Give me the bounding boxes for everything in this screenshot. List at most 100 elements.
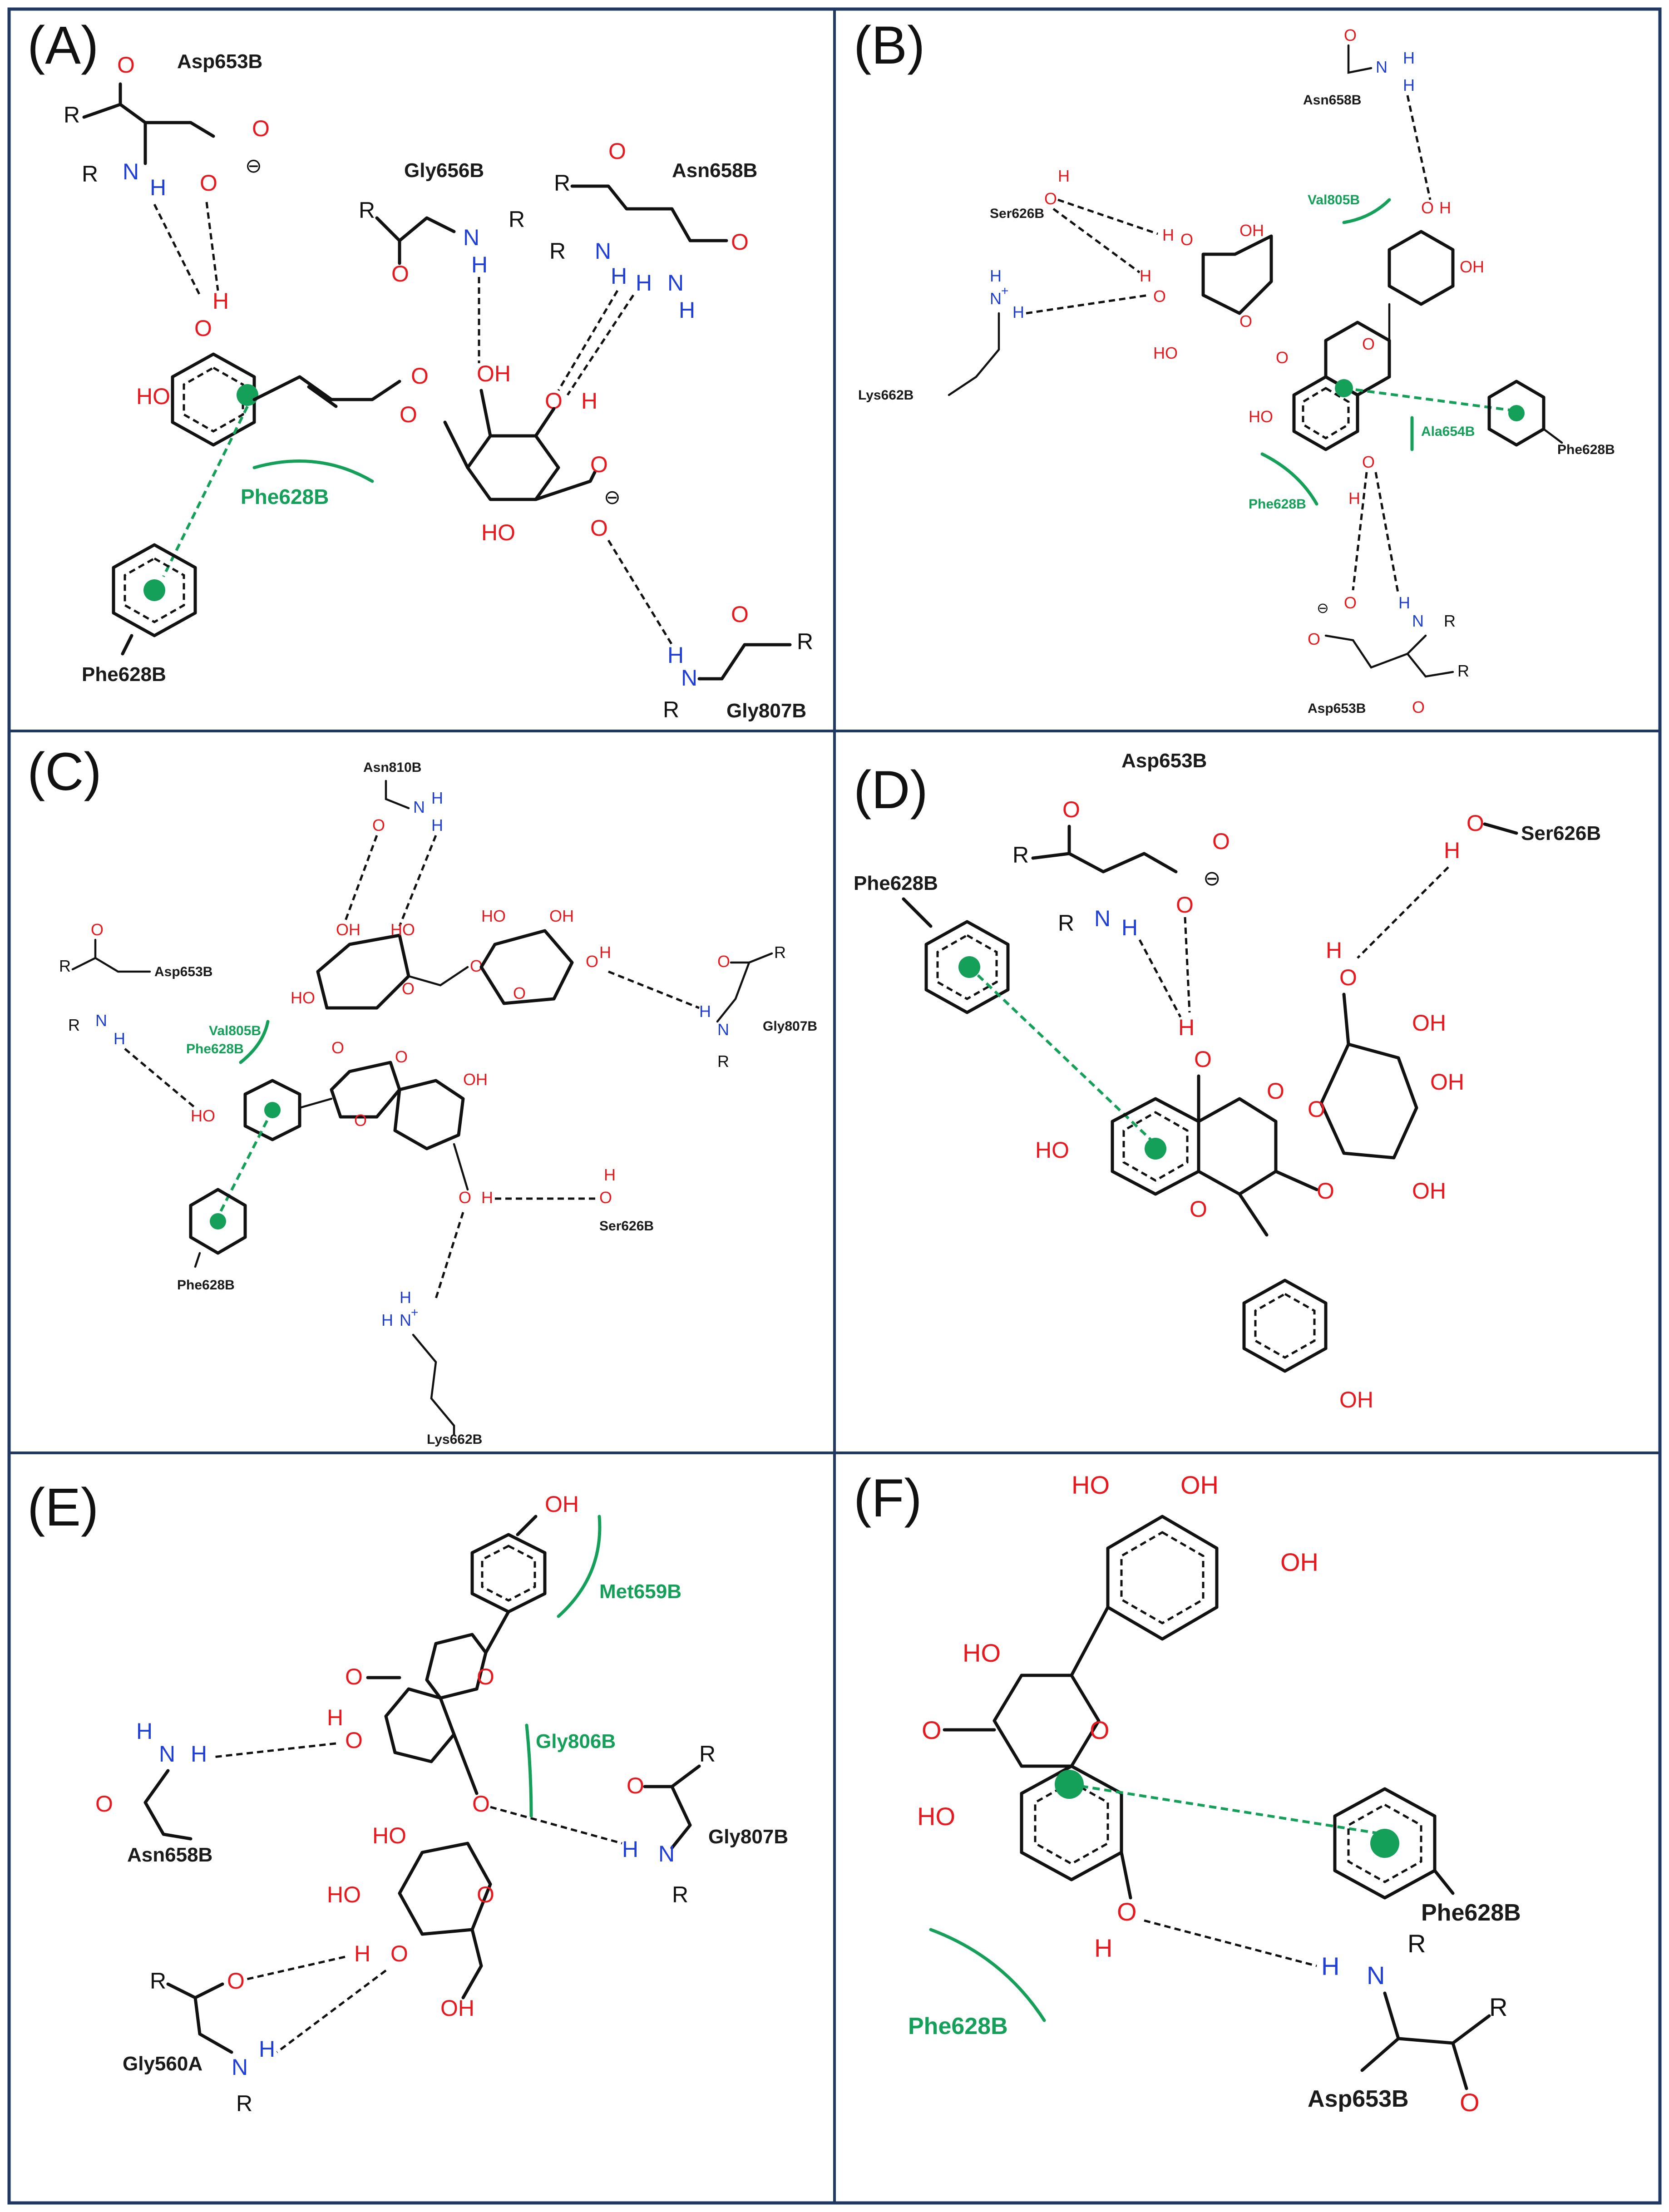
atom-h: H xyxy=(990,267,1002,285)
atom-o: O xyxy=(717,952,730,971)
atom-r: R xyxy=(672,1882,688,1907)
atom-h: H xyxy=(1348,489,1360,508)
bond xyxy=(670,1785,692,1850)
pi-centroid xyxy=(1508,405,1525,421)
atom-h: H xyxy=(1178,1015,1195,1040)
atom-r: R xyxy=(554,170,570,196)
atom-h: H xyxy=(400,1288,411,1307)
atom-oh: OH xyxy=(1412,1010,1446,1036)
atom-h: H xyxy=(1140,267,1151,285)
bond xyxy=(902,897,933,928)
residue-asn658b: Asn658B xyxy=(127,1844,212,1866)
bond xyxy=(385,780,410,810)
hbond xyxy=(276,1970,387,2053)
atom-n: N xyxy=(1367,1961,1385,1990)
ring-a1 xyxy=(171,352,256,447)
atom-ho: HO xyxy=(291,988,315,1007)
atom-o: O xyxy=(1421,198,1434,217)
atom-r: R xyxy=(717,1052,729,1071)
ring-d-glucose xyxy=(1319,1042,1418,1160)
charge-minus: ⊖ xyxy=(1203,866,1221,890)
hbond xyxy=(1144,1919,1317,1967)
pi-stack xyxy=(1069,1783,1385,1836)
bond xyxy=(516,1515,538,1536)
hbond xyxy=(435,1212,464,1299)
atom-oh: OH xyxy=(545,1491,579,1517)
aromatic-dash xyxy=(1254,1293,1316,1359)
atom-h: H xyxy=(431,816,443,834)
atom-o: O xyxy=(194,316,212,341)
atom-r: R xyxy=(797,629,813,654)
atom-n: N xyxy=(159,1741,175,1767)
atom-o: O xyxy=(1344,26,1357,44)
hbond xyxy=(1057,198,1158,235)
atom-n: N xyxy=(667,270,684,296)
residue-lys662b: Lys662B xyxy=(858,388,914,403)
atom-ho: HO xyxy=(1035,1137,1069,1163)
atom-r: R xyxy=(509,207,525,232)
atom-h: H xyxy=(1012,303,1024,321)
hydrophobic-gly806b: Gly806B xyxy=(536,1730,616,1753)
residue-asn658b: Asn658B xyxy=(1303,93,1361,108)
atom-o: O xyxy=(1339,965,1357,990)
atom-oh: OH xyxy=(1460,257,1484,276)
ring-b-a xyxy=(1292,375,1359,451)
residue-phe628b: Phe628B xyxy=(1557,442,1615,457)
atom-oh: OH xyxy=(477,361,511,386)
atom-o: O xyxy=(1062,797,1080,822)
atom-oh: OH xyxy=(549,907,574,925)
atom-r: R xyxy=(699,1741,716,1767)
atom-o: O xyxy=(513,984,526,1002)
atom-o: O xyxy=(354,1111,367,1130)
hbond xyxy=(1406,95,1432,200)
bond xyxy=(298,1097,333,1109)
atom-h: H xyxy=(604,1165,616,1184)
atom-h: H xyxy=(636,270,652,296)
atom-o: O xyxy=(1412,698,1425,716)
residue-asp653b: Asp653B xyxy=(1121,750,1207,772)
bond xyxy=(121,634,133,656)
pi-stack xyxy=(968,966,1157,1146)
residue-asp653b: Asp653B xyxy=(1308,701,1366,716)
hydrophobic-arc xyxy=(1342,198,1391,224)
hydrophobic-arc xyxy=(1260,452,1318,506)
atom-r: R xyxy=(59,957,71,975)
atom-h: H xyxy=(381,1311,393,1329)
atom-o: O xyxy=(1194,1047,1212,1072)
hydrophobic-arc xyxy=(557,1515,602,1618)
atom-h: H xyxy=(481,1188,493,1207)
bond xyxy=(1406,652,1454,678)
atom-n: N xyxy=(681,665,697,691)
ring-b-catechol xyxy=(1388,230,1455,306)
bond xyxy=(1483,822,1518,835)
hbond xyxy=(608,970,700,1009)
residue-asn658b: Asn658B xyxy=(672,159,757,182)
atom-h: H xyxy=(259,2036,275,2062)
atom-o: O xyxy=(1090,1716,1110,1744)
atom-o: O xyxy=(599,1188,612,1207)
residue-asp653b: Asp653B xyxy=(177,50,262,73)
atom-o: O xyxy=(411,363,429,389)
panel-b-label: (B) xyxy=(854,15,925,75)
atom-r: R xyxy=(82,161,98,187)
atom-n: N xyxy=(1094,906,1111,931)
residue-gly807b: Gly807B xyxy=(708,1826,788,1848)
pi-centroid xyxy=(1145,1138,1166,1160)
atom-h: H xyxy=(327,1705,343,1730)
panel-c: (C) Asn810B N H H O OH HO HO O O HO OH O… xyxy=(27,742,817,1447)
atom-r: R xyxy=(1489,1993,1507,2021)
hbond xyxy=(1357,866,1449,959)
atom-h: H xyxy=(679,297,695,323)
atom-o: O xyxy=(91,920,104,939)
atom-oh: OH xyxy=(336,920,360,939)
atom-n: N xyxy=(1376,58,1388,76)
hbond xyxy=(490,1806,622,1845)
atom-n: N xyxy=(1412,612,1424,630)
atom-n-plus: N xyxy=(400,1311,411,1329)
bond xyxy=(479,389,492,438)
atom-n: N xyxy=(95,1011,107,1030)
atom-oh: OH xyxy=(1180,1471,1219,1499)
charge-plus: + xyxy=(1001,284,1008,298)
bond xyxy=(453,1143,469,1191)
panel-a-label: (A) xyxy=(27,15,99,75)
